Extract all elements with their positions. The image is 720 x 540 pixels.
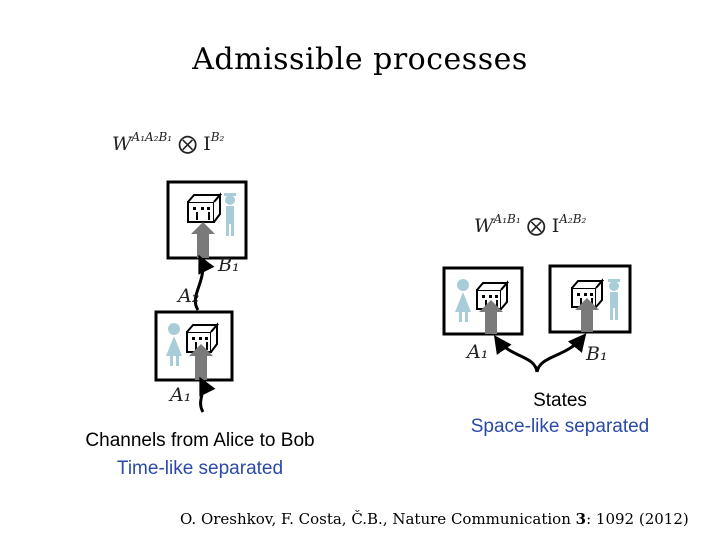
- label-a2-left: A₂: [178, 285, 200, 307]
- left-formula-otimes: ⨂: [178, 133, 198, 155]
- channel-arrow: [193, 254, 215, 311]
- left-caption-line1: Channels from Alice to Bob: [85, 430, 315, 451]
- left-formula-w: W: [112, 133, 132, 155]
- right-bob-cube-icon: [571, 278, 605, 308]
- right-bob-lab-box: [548, 264, 632, 334]
- right-caption: States Space-like separated: [440, 390, 680, 438]
- label-b1-right: B₁: [586, 343, 608, 365]
- right-formula-w-sup: A₁B₁: [493, 212, 521, 226]
- right-bob-figure-icon: [608, 279, 620, 320]
- right-formula-identity: I: [551, 215, 560, 237]
- alice-cube-icon: [186, 322, 220, 353]
- citation-prefix: O. Oreshkov, F. Costa, Č.B., Nature Comm…: [180, 510, 576, 528]
- left-formula-w-sup: A₁A₂B₁: [131, 130, 173, 144]
- right-formula: WA₁B₁ ⨂ IA₂B₂: [474, 212, 586, 237]
- bob-input-arrow: [191, 222, 215, 258]
- bob-figure-icon: [224, 193, 236, 236]
- citation-suffix: : 1092 (2012): [586, 510, 689, 528]
- state-arrow-to-bob: [535, 333, 587, 373]
- left-caption-line2: Time-like separated: [116, 458, 284, 479]
- slide-title: Admissible processes: [192, 42, 528, 77]
- right-alice-lab-box: [442, 266, 524, 336]
- label-a1-left: A₁: [170, 384, 192, 406]
- right-alice-figure-icon: [455, 279, 471, 322]
- alice-input-arrow: [189, 344, 213, 380]
- state-arrow-to-alice: [493, 335, 539, 373]
- left-caption: Channels from Alice to Bob Time-like sep…: [40, 430, 360, 480]
- right-formula-w: W: [474, 215, 494, 237]
- left-formula-i-sup: B₂: [210, 130, 225, 144]
- left-formula: WA₁A₂B₁ ⨂ IB₂: [112, 130, 224, 155]
- bob-lab-box: [166, 180, 248, 260]
- citation-volume: 3: [575, 510, 587, 528]
- right-alice-input-arrow: [479, 300, 503, 334]
- right-caption-line2: Space-like separated: [470, 416, 650, 437]
- right-caption-line1: States: [533, 390, 587, 411]
- alice-lab-box: [154, 310, 234, 382]
- label-a1-right: A₁: [467, 341, 489, 363]
- citation: O. Oreshkov, F. Costa, Č.B., Nature Comm…: [180, 510, 689, 528]
- right-bob-input-arrow: [575, 298, 599, 332]
- bob-cube-icon: [187, 192, 223, 223]
- left-formula-identity: I: [203, 133, 211, 155]
- right-formula-otimes: ⨂: [526, 215, 546, 237]
- a1-input-arrow: [199, 376, 216, 413]
- alice-figure-icon: [166, 323, 182, 366]
- right-formula-i-sup: A₂B₂: [559, 212, 587, 226]
- label-b1-left: B₁: [218, 254, 240, 276]
